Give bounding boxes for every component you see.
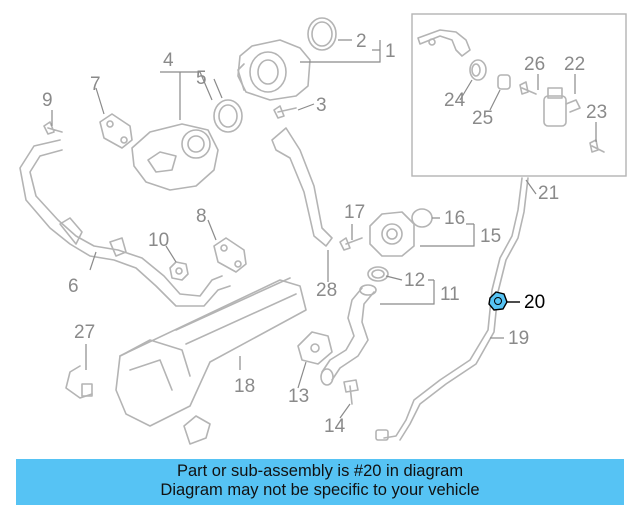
callout-3: 3 bbox=[316, 95, 327, 116]
leader-lines bbox=[51, 39, 597, 419]
callout-22: 22 bbox=[564, 54, 585, 75]
part-10-nut bbox=[169, 261, 189, 281]
banner-line-2: Diagram may not be specific to your vehi… bbox=[160, 481, 480, 499]
callout-25: 25 bbox=[472, 108, 493, 129]
part-18-egr-cooler bbox=[115, 277, 307, 445]
callout-20: 20 bbox=[524, 292, 545, 313]
part-14-bolt bbox=[343, 379, 359, 405]
part-5-gasket bbox=[213, 99, 243, 133]
part-28-bracket bbox=[271, 127, 333, 247]
callout-19: 19 bbox=[508, 328, 529, 349]
part-26-bolt bbox=[519, 81, 537, 95]
callout-8: 8 bbox=[196, 206, 207, 227]
callout-10: 10 bbox=[148, 230, 169, 251]
inset-box bbox=[411, 13, 627, 177]
callout-11: 11 bbox=[440, 284, 460, 305]
part-17-bolt bbox=[339, 237, 363, 251]
part-15-housing bbox=[369, 211, 415, 257]
callout-6: 6 bbox=[68, 276, 79, 297]
part-16-gasket bbox=[411, 208, 433, 228]
callout-28: 28 bbox=[316, 280, 337, 301]
part-3-bolt bbox=[273, 105, 297, 119]
callout-26: 26 bbox=[524, 54, 545, 75]
callout-9: 9 bbox=[42, 90, 53, 111]
callout-1: 1 bbox=[385, 41, 396, 62]
part-25-sleeve bbox=[497, 74, 511, 90]
info-banner: Part or sub-assembly is #20 in diagram D… bbox=[16, 459, 624, 505]
part-2-gasket bbox=[307, 17, 337, 51]
callout-4: 4 bbox=[163, 50, 174, 71]
callout-21: 21 bbox=[538, 183, 559, 204]
part-9-bolt bbox=[43, 121, 63, 135]
callout-14: 14 bbox=[324, 416, 346, 437]
callout-17: 17 bbox=[344, 202, 365, 223]
callout-24: 24 bbox=[444, 90, 466, 111]
banner-line-1: Part or sub-assembly is #20 in diagram bbox=[176, 462, 464, 480]
part-7-gasket bbox=[99, 113, 133, 149]
callout-labels: 1 2 3 4 5 6 7 8 9 10 11 12 13 14 15 16 1… bbox=[42, 31, 607, 437]
part-1-egr-valve bbox=[237, 39, 311, 101]
part-13-gasket bbox=[297, 331, 333, 365]
part-6-pipe bbox=[19, 139, 231, 307]
parts-diagram: 1 2 3 4 5 6 7 8 9 10 11 12 13 14 15 16 1… bbox=[19, 13, 627, 445]
callout-27: 27 bbox=[74, 322, 95, 343]
callout-12: 12 bbox=[404, 270, 425, 291]
part-22-sensor bbox=[543, 87, 581, 127]
part-19-21-pipe bbox=[375, 177, 529, 441]
part-8-gasket bbox=[213, 237, 247, 273]
callout-23: 23 bbox=[586, 102, 607, 123]
callout-2: 2 bbox=[356, 31, 367, 52]
callout-5: 5 bbox=[196, 68, 207, 89]
part-4-valve bbox=[131, 123, 219, 191]
callout-15: 15 bbox=[480, 226, 501, 247]
part-24-grommet bbox=[469, 59, 487, 81]
callout-7: 7 bbox=[90, 74, 101, 95]
part-11-hose bbox=[320, 284, 377, 386]
part-12-gasket bbox=[367, 266, 389, 282]
part-23-bolt bbox=[589, 139, 605, 153]
part-bracket-inset bbox=[417, 29, 471, 57]
part-27-sensor bbox=[65, 365, 93, 399]
part-20-highlighted bbox=[488, 291, 508, 311]
callout-13: 13 bbox=[288, 386, 309, 407]
callout-16: 16 bbox=[444, 208, 465, 229]
callout-18: 18 bbox=[234, 376, 255, 397]
